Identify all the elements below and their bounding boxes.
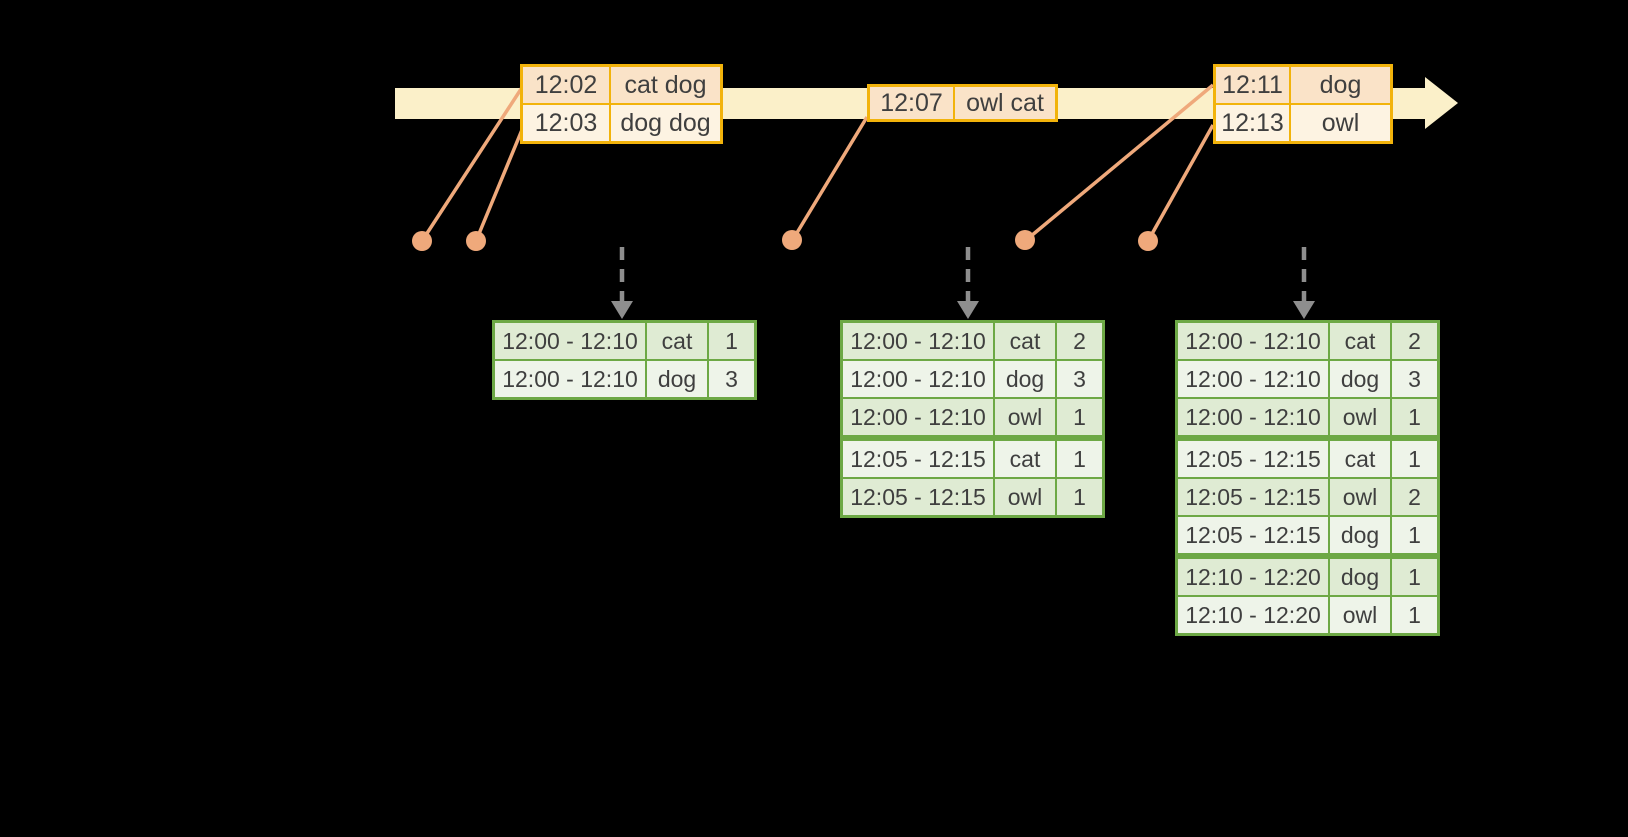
count-cell: 1 <box>1055 479 1102 515</box>
word-cell: owl <box>993 479 1055 515</box>
word-cell: dog <box>1328 559 1390 595</box>
event-words-cell: dog <box>1289 67 1390 103</box>
window-cell: 12:05 - 12:15 <box>1178 517 1328 553</box>
event-dot <box>782 230 802 250</box>
timeline-arrowhead-icon <box>1425 77 1458 129</box>
window-cell: 12:05 - 12:15 <box>843 441 993 477</box>
result-row: 12:10 - 12:20 dog 1 <box>1178 553 1437 595</box>
word-cell: owl <box>1328 597 1390 633</box>
result-row: 12:00 - 12:10 cat 1 <box>495 323 754 359</box>
window-cell: 12:05 - 12:15 <box>1178 441 1328 477</box>
result-row: 12:00 - 12:10 cat 2 <box>1178 323 1437 359</box>
count-cell: 1 <box>1390 517 1437 553</box>
count-cell: 1 <box>1390 399 1437 435</box>
input-events-table: 12:11 dog 12:13 owl <box>1213 64 1393 144</box>
event-row: 12:02 cat dog <box>523 67 720 103</box>
result-row: 12:10 - 12:20 owl 1 <box>1178 595 1437 633</box>
window-cell: 12:10 - 12:20 <box>1178 559 1328 595</box>
window-cell: 12:05 - 12:15 <box>1178 479 1328 515</box>
count-cell: 2 <box>1390 479 1437 515</box>
event-time-cell: 12:13 <box>1216 105 1289 141</box>
word-cell: dog <box>1328 361 1390 397</box>
result-row: 12:00 - 12:10 dog 3 <box>1178 359 1437 397</box>
count-cell: 3 <box>1390 361 1437 397</box>
arrow-down-icon <box>1293 301 1315 319</box>
event-connector-line <box>790 116 869 242</box>
result-counts-table: 12:00 - 12:10 cat 1 12:00 - 12:10 dog 3 <box>492 320 757 400</box>
count-cell: 3 <box>1055 361 1102 397</box>
event-dot <box>1015 230 1035 250</box>
result-row: 12:00 - 12:10 owl 1 <box>1178 397 1437 435</box>
result-row: 12:05 - 12:15 dog 1 <box>1178 515 1437 553</box>
count-cell: 1 <box>1390 597 1437 633</box>
result-row: 12:05 - 12:15 owl 2 <box>1178 477 1437 515</box>
count-cell: 1 <box>707 323 754 359</box>
result-row: 12:00 - 12:10 dog 3 <box>843 359 1102 397</box>
result-counts-table: 12:00 - 12:10 cat 2 12:00 - 12:10 dog 3 … <box>1175 320 1440 636</box>
event-time-cell: 12:11 <box>1216 67 1289 103</box>
count-cell: 1 <box>1055 441 1102 477</box>
event-words-cell: owl <box>1289 105 1390 141</box>
count-cell: 2 <box>1055 323 1102 359</box>
window-cell: 12:00 - 12:10 <box>1178 399 1328 435</box>
event-time-cell: 12:07 <box>870 87 953 119</box>
window-cell: 12:00 - 12:10 <box>495 361 645 397</box>
word-cell: cat <box>645 323 707 359</box>
window-cell: 12:00 - 12:10 <box>843 323 993 359</box>
window-cell: 12:00 - 12:10 <box>843 399 993 435</box>
window-cell: 12:00 - 12:10 <box>1178 361 1328 397</box>
arrow-down-icon <box>611 301 633 319</box>
input-events-table: 12:02 cat dog 12:03 dog dog <box>520 64 723 144</box>
window-cell: 12:00 - 12:10 <box>843 361 993 397</box>
window-cell: 12:10 - 12:20 <box>1178 597 1328 633</box>
word-cell: cat <box>1328 323 1390 359</box>
window-cell: 12:05 - 12:15 <box>843 479 993 515</box>
event-row: 12:07 owl cat <box>870 87 1055 119</box>
event-connector-line <box>1146 124 1215 242</box>
result-row: 12:00 - 12:10 owl 1 <box>843 397 1102 435</box>
event-words-cell: owl cat <box>953 87 1055 119</box>
window-cell: 12:00 - 12:10 <box>1178 323 1328 359</box>
event-time-cell: 12:03 <box>523 105 609 141</box>
word-cell: owl <box>993 399 1055 435</box>
count-cell: 3 <box>707 361 754 397</box>
count-cell: 1 <box>1390 441 1437 477</box>
event-connector-line <box>474 124 526 242</box>
word-cell: dog <box>645 361 707 397</box>
result-row: 12:05 - 12:15 cat 1 <box>1178 435 1437 477</box>
event-words-cell: dog dog <box>609 105 720 141</box>
word-cell: dog <box>1328 517 1390 553</box>
word-cell: owl <box>1328 479 1390 515</box>
event-dot <box>1138 231 1158 251</box>
result-row: 12:00 - 12:10 cat 2 <box>843 323 1102 359</box>
word-cell: cat <box>993 441 1055 477</box>
count-cell: 2 <box>1390 323 1437 359</box>
event-row: 12:11 dog <box>1216 67 1390 103</box>
result-row: 12:05 - 12:15 cat 1 <box>843 435 1102 477</box>
result-counts-table: 12:00 - 12:10 cat 2 12:00 - 12:10 dog 3 … <box>840 320 1105 518</box>
event-dot <box>412 231 432 251</box>
event-time-cell: 12:02 <box>523 67 609 103</box>
event-words-cell: cat dog <box>609 67 720 103</box>
word-cell: dog <box>993 361 1055 397</box>
word-cell: cat <box>993 323 1055 359</box>
arrow-down-icon <box>957 301 979 319</box>
input-events-table: 12:07 owl cat <box>867 84 1058 122</box>
event-row: 12:03 dog dog <box>523 103 720 141</box>
count-cell: 1 <box>1055 399 1102 435</box>
count-cell: 1 <box>1390 559 1437 595</box>
word-cell: owl <box>1328 399 1390 435</box>
result-row: 12:00 - 12:10 dog 3 <box>495 359 754 397</box>
event-row: 12:13 owl <box>1216 103 1390 141</box>
word-cell: cat <box>1328 441 1390 477</box>
window-cell: 12:00 - 12:10 <box>495 323 645 359</box>
event-dot <box>466 231 486 251</box>
result-row: 12:05 - 12:15 owl 1 <box>843 477 1102 515</box>
